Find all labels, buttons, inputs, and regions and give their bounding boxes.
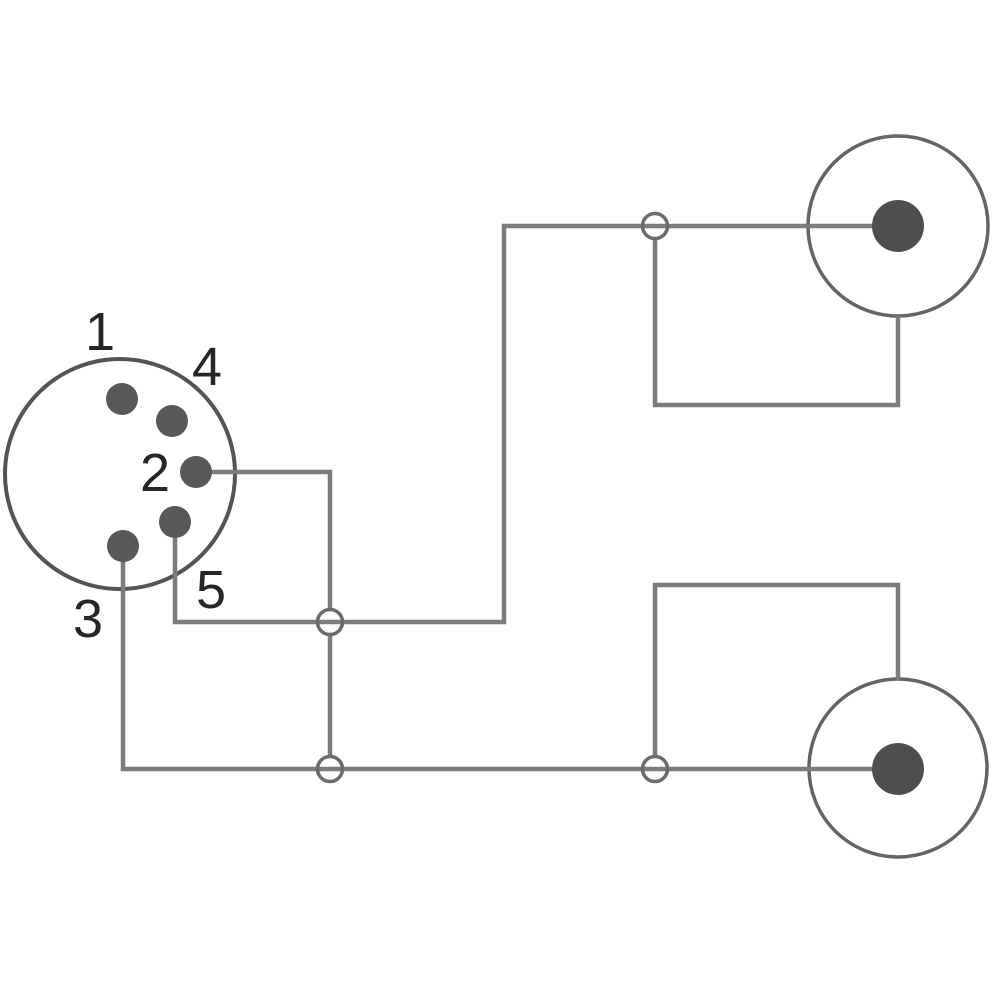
wire-pin5-to-rca-top-center (172, 223, 898, 625)
din-pin-2 (180, 456, 212, 488)
din-pin-label-5: 5 (196, 560, 226, 620)
wire-pin2-upper-segment (196, 469, 333, 609)
din-pin-3 (107, 530, 139, 562)
junction-points (315, 211, 670, 784)
din-pin-label-3: 3 (73, 589, 103, 649)
junction-mid-cross (315, 607, 345, 637)
wire-pin3-to-rca-bottom-center (120, 546, 898, 772)
junction-top-wire (640, 211, 670, 241)
junction-bottom-wire-right (640, 754, 670, 784)
wires (120, 223, 901, 772)
pin-labels: 1 4 2 5 3 (73, 302, 226, 649)
rca-center-pins (872, 200, 924, 795)
wire-rca-bottom-shield-loop (652, 582, 901, 756)
rca-bottom-center-pin (872, 743, 924, 795)
wire-rca-top-shield-loop (652, 239, 901, 408)
junction-bottom-wire-left (315, 754, 345, 784)
din-pin-1 (106, 383, 138, 415)
din-pin-label-2: 2 (140, 443, 170, 503)
din-pin-label-1: 1 (85, 302, 115, 362)
din-pin-label-4: 4 (192, 337, 222, 397)
din-pin-4 (156, 405, 188, 437)
rca-top-center-pin (872, 200, 924, 252)
din-pin-5 (159, 506, 191, 538)
din-pins (106, 383, 212, 562)
